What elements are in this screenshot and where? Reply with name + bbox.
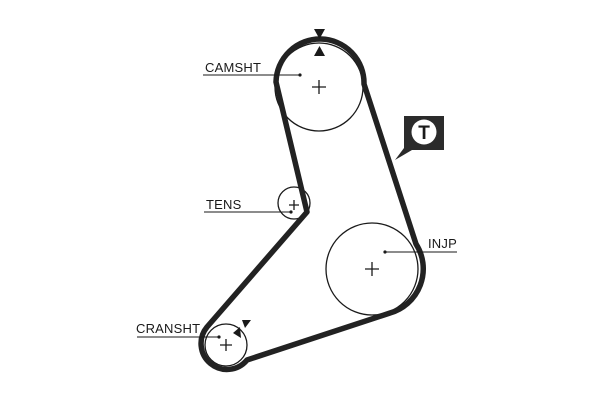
- camshaft-center-mark: [312, 80, 326, 94]
- crankshaft-mark-outer-arrow: [242, 320, 251, 328]
- tensioner-label: TENS: [206, 197, 242, 212]
- injection-pump-pulley: [325, 222, 419, 316]
- tensioner-center-mark: [289, 200, 299, 210]
- tensioner-badge-letter: T: [418, 123, 430, 144]
- tensioner-badge-icon: T: [395, 116, 444, 160]
- camshaft-timing-mark: [314, 29, 325, 56]
- crankshaft-pulley: [204, 323, 248, 367]
- injection-pump-center-mark: [365, 262, 379, 276]
- crankshaft-leader-dot: [217, 335, 221, 339]
- crankshaft-mark-inner-arrow: [233, 327, 241, 338]
- tensioner-leader-dot: [289, 210, 293, 214]
- injection-pump-label: INJP: [428, 236, 457, 251]
- crankshaft-label: CRANSHT: [136, 321, 200, 336]
- injection-pump-leader-dot: [383, 250, 387, 254]
- crankshaft-timing-mark: [233, 320, 251, 338]
- camshaft-leader-dot: [298, 73, 302, 77]
- camshaft-label: CAMSHT: [205, 60, 261, 75]
- crankshaft-center-mark: [220, 339, 232, 351]
- camshaft-mark-up-arrow: [314, 46, 325, 56]
- camshaft-mark-down-arrow: [314, 29, 325, 39]
- timing-belt: [198, 36, 427, 373]
